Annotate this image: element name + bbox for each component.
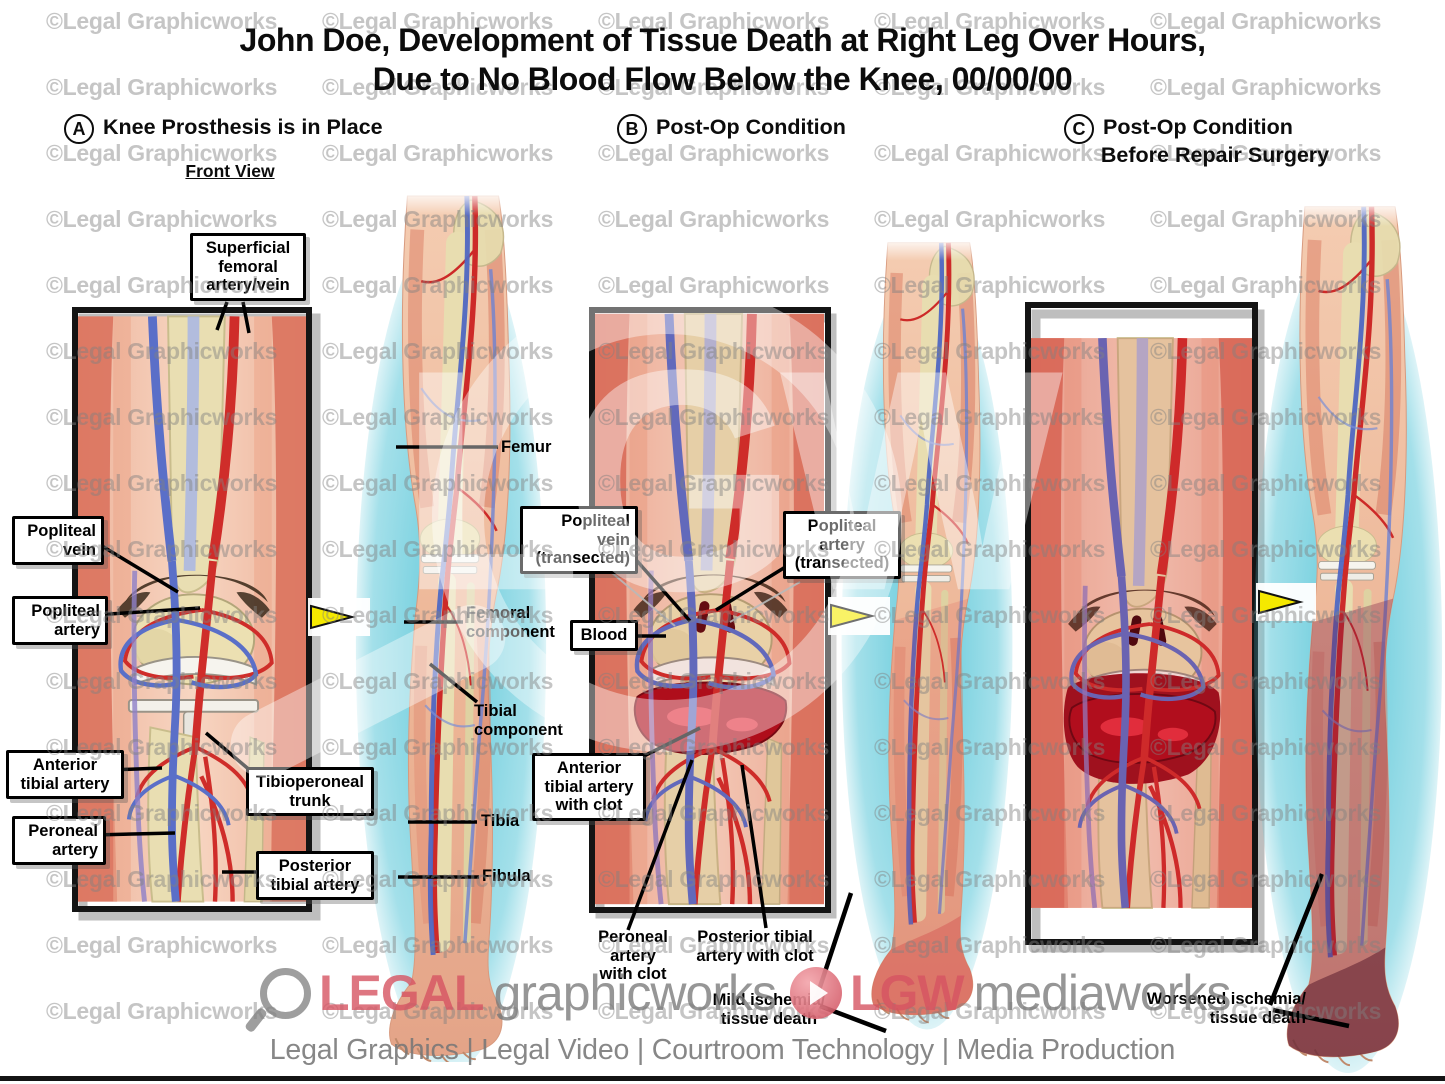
leg-c-illustration [1250,201,1445,1073]
leg-b-illustration [838,237,1016,1029]
magnifier-icon [260,967,311,1019]
section-b-letter: B [617,114,647,144]
inset-b-knee-illustration [594,314,824,904]
brand-graphicworks: graphicworks [493,965,777,1021]
leg-a-illustration [352,190,550,1072]
brand-row: LEGAL graphicworks LGW mediaworks [260,964,1232,1022]
section-c-heading: Post-Op Condition [1103,115,1293,139]
brand-mediaworks: mediaworks [973,965,1232,1021]
front-view-label: Front View [185,161,275,181]
section-a-letter: A [64,114,94,144]
brand-lgw: LGW [850,965,965,1021]
inset-c-knee-illustration [1030,338,1252,908]
section-b-header: B Post-Op Condition [617,114,846,144]
section-a-heading: Knee Prosthesis is in Place [103,115,383,139]
section-a-header: A Knee Prosthesis is in Place [64,114,383,144]
section-b-heading: Post-Op Condition [656,115,846,139]
bottom-rule [0,1076,1445,1081]
inset-a-knee-illustration [78,316,306,901]
section-c-header: C Post-Op Condition [1064,114,1293,144]
section-c-letter: C [1064,114,1094,144]
services-line: Legal Graphics | Legal Video | Courtroom… [269,1034,1176,1066]
exhibit-title-line2: Due to No Blood Flow Below the Knee, 00/… [372,61,1073,97]
brand-legal: LEGAL [319,965,484,1021]
section-c-heading-line2: Before Repair Surgery [1100,143,1330,167]
play-icon [790,967,842,1019]
exhibit-title-line1: John Doe, Development of Tissue Death at… [239,22,1206,58]
